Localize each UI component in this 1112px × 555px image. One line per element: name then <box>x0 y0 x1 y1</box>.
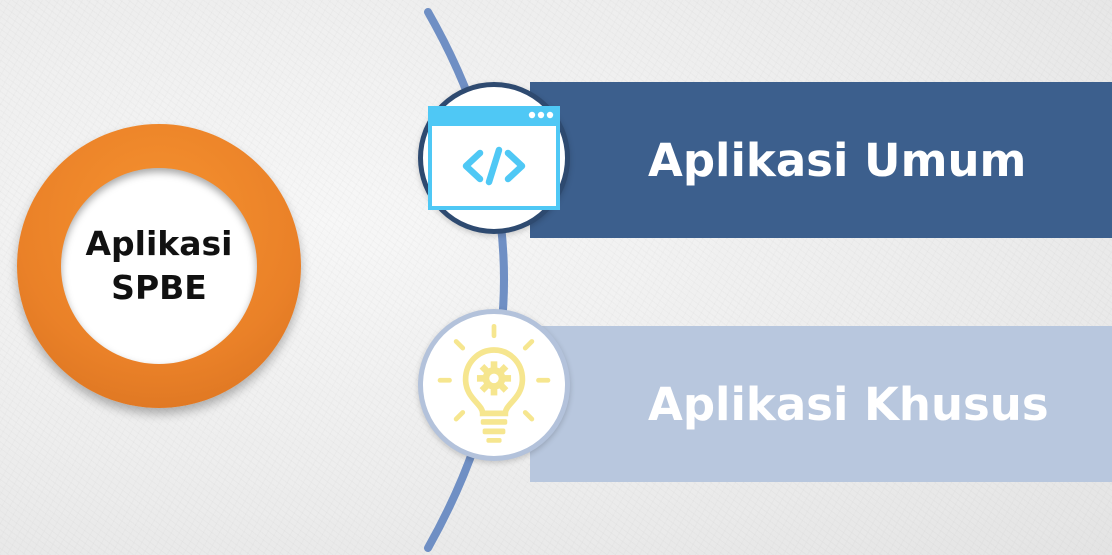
circle-aplikasi-khusus <box>418 309 570 461</box>
code-window-icon <box>428 106 560 210</box>
center-label-line2: SPBE <box>111 268 207 307</box>
label-aplikasi-khusus: Aplikasi Khusus <box>648 377 1049 431</box>
label-aplikasi-umum: Aplikasi Umum <box>648 133 1027 187</box>
bar-aplikasi-khusus: Aplikasi Khusus <box>530 326 1112 482</box>
center-label: Aplikasi SPBE <box>69 222 249 310</box>
circle-aplikasi-umum <box>418 82 570 234</box>
center-node: Aplikasi SPBE <box>61 168 257 364</box>
lightbulb-gear-icon <box>437 323 551 443</box>
bar-aplikasi-umum: Aplikasi Umum <box>530 82 1112 238</box>
center-label-line1: Aplikasi <box>85 224 233 263</box>
